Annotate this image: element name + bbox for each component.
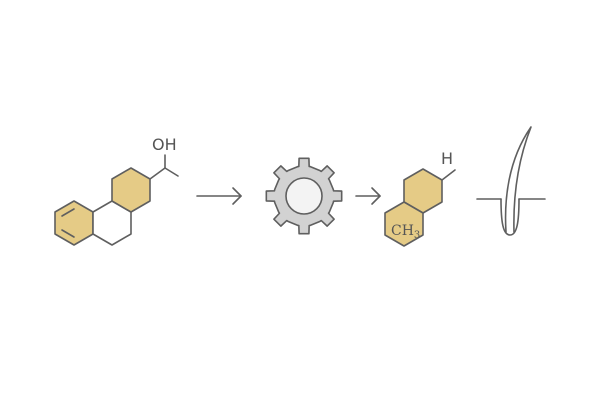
precursor-molecule [54, 154, 179, 246]
arrow-1 [196, 187, 242, 205]
methyl-label-subscript: 3 [414, 230, 420, 241]
arrow-2 [355, 187, 381, 205]
hydroxyl-label: OH [152, 135, 177, 154]
aromatic-ring [54, 200, 94, 246]
methyl-label-main: CH [391, 223, 414, 239]
upper-ring [111, 167, 151, 213]
lower-ring [384, 201, 424, 247]
gear-icon [265, 157, 343, 235]
hair-follicle-icon [476, 126, 546, 236]
hydrogen-bond [441, 169, 456, 181]
methyl-label: CH3 [391, 223, 420, 241]
hair-shaft [504, 126, 532, 233]
hydrogen-label: H [441, 149, 453, 168]
double-bond [61, 229, 75, 238]
side-chain-methyl [164, 167, 179, 177]
product-molecule [384, 168, 456, 247]
side-chain-bond [149, 167, 166, 180]
double-bond [61, 208, 75, 217]
follicle-outline [500, 198, 520, 236]
